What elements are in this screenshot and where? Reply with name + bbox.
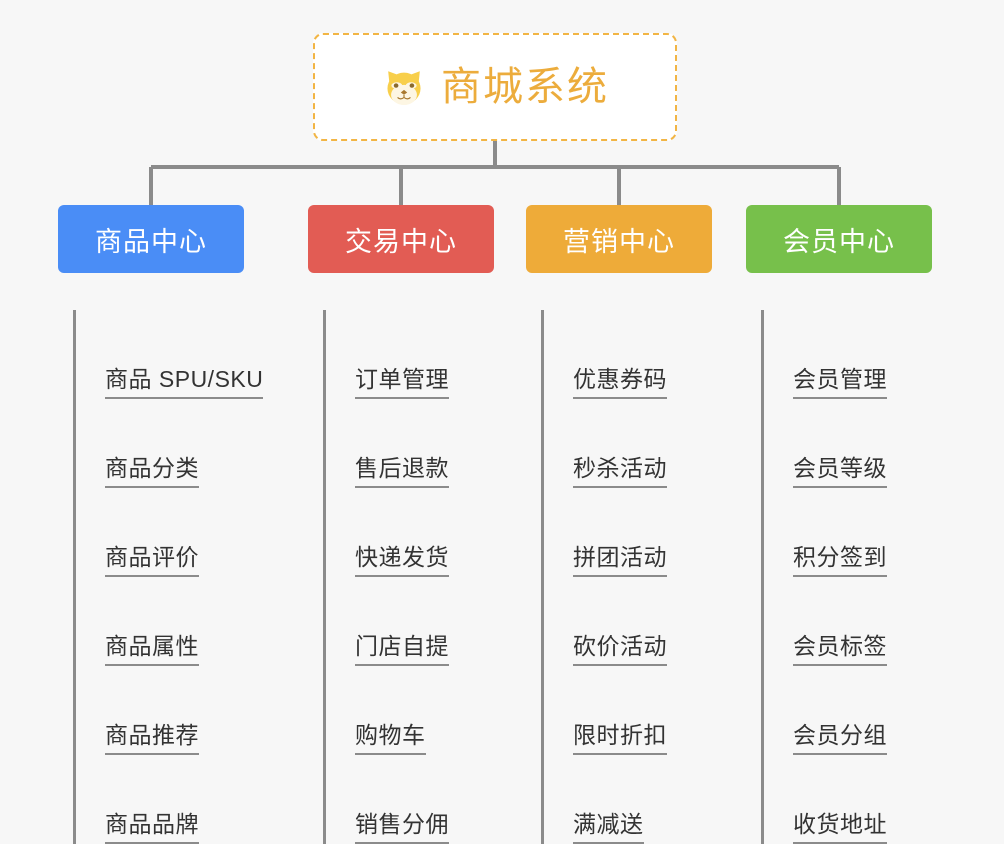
list-item[interactable]: 商品评价 bbox=[76, 488, 244, 577]
category-label: 会员中心 bbox=[783, 226, 895, 257]
leaf-underline: 售后退款 bbox=[355, 455, 449, 488]
category-column-member-center: 会员中心 会员管理 会员等级 积分签到 会员标签 会员分组 收货地址 bbox=[746, 205, 932, 844]
leaf-label: 商品分类 bbox=[105, 454, 199, 481]
leaf-label: 商品推荐 bbox=[105, 721, 199, 748]
leaf-underline: 拼团活动 bbox=[573, 544, 667, 577]
root-node[interactable]: 商城系统 bbox=[313, 33, 677, 141]
page-title: 商城系统 bbox=[441, 65, 609, 109]
leaf-label: 会员分组 bbox=[793, 721, 887, 748]
list-item[interactable]: 购物车 bbox=[326, 666, 494, 755]
leaf-underline: 满减送 bbox=[573, 811, 644, 844]
leaf-label: 商品评价 bbox=[105, 543, 199, 570]
leaf-list-product-center: 商品 SPU/SKU 商品分类 商品评价 商品属性 商品推荐 商品品牌 bbox=[73, 310, 264, 844]
list-item[interactable]: 优惠券码 bbox=[544, 310, 712, 399]
leaf-label: 积分签到 bbox=[793, 543, 887, 570]
leaf-underline: 优惠券码 bbox=[573, 366, 667, 399]
leaf-underline: 会员等级 bbox=[793, 455, 887, 488]
leaf-list-member-center: 会员管理 会员等级 积分签到 会员标签 会员分组 收货地址 bbox=[761, 310, 932, 844]
leaf-underline: 秒杀活动 bbox=[573, 455, 667, 488]
list-item[interactable]: 快递发货 bbox=[326, 488, 494, 577]
leaf-label: 拼团活动 bbox=[573, 543, 667, 570]
leaf-label: 会员标签 bbox=[793, 632, 887, 659]
leaf-label: 商品属性 bbox=[105, 632, 199, 659]
category-header-member-center[interactable]: 会员中心 bbox=[746, 205, 932, 273]
leaf-label: 售后退款 bbox=[355, 454, 449, 481]
leaf-underline: 商品评价 bbox=[105, 544, 199, 577]
list-item[interactable]: 会员等级 bbox=[764, 399, 932, 488]
list-item[interactable]: 会员标签 bbox=[764, 577, 932, 666]
list-item[interactable]: 会员管理 bbox=[764, 310, 932, 399]
leaf-underline: 商品品牌 bbox=[105, 811, 199, 844]
leaf-underline: 商品 SPU/SKU bbox=[105, 365, 264, 399]
leaf-label: 收货地址 bbox=[793, 810, 887, 837]
leaf-label: 限时折扣 bbox=[573, 721, 667, 748]
leaf-underline: 商品推荐 bbox=[105, 722, 199, 755]
leaf-underline: 商品分类 bbox=[105, 455, 199, 488]
category-column-trade-center: 交易中心 订单管理 售后退款 快递发货 门店自提 购物车 销售分佣 bbox=[308, 205, 494, 844]
leaf-label: 会员管理 bbox=[793, 365, 887, 392]
list-item[interactable]: 满减送 bbox=[544, 755, 712, 844]
leaf-label: 会员等级 bbox=[793, 454, 887, 481]
list-item[interactable]: 商品分类 bbox=[76, 399, 244, 488]
shiba-dog-icon bbox=[387, 71, 421, 105]
leaf-label: 秒杀活动 bbox=[573, 454, 667, 481]
category-label: 营销中心 bbox=[563, 226, 675, 257]
list-item[interactable]: 收货地址 bbox=[764, 755, 932, 844]
category-header-product-center[interactable]: 商品中心 bbox=[58, 205, 244, 273]
list-item[interactable]: 会员分组 bbox=[764, 666, 932, 755]
leaf-underline: 商品属性 bbox=[105, 633, 199, 666]
list-item[interactable]: 限时折扣 bbox=[544, 666, 712, 755]
list-item[interactable]: 商品 SPU/SKU bbox=[76, 310, 264, 399]
list-item[interactable]: 销售分佣 bbox=[326, 755, 494, 844]
list-item[interactable]: 商品属性 bbox=[76, 577, 244, 666]
category-column-product-center: 商品中心 商品 SPU/SKU 商品分类 商品评价 商品属性 商品推荐 商品品牌 bbox=[58, 205, 264, 844]
leaf-label: 购物车 bbox=[355, 721, 426, 748]
list-item[interactable]: 商品品牌 bbox=[76, 755, 244, 844]
category-header-trade-center[interactable]: 交易中心 bbox=[308, 205, 494, 273]
leaf-underline: 限时折扣 bbox=[573, 722, 667, 755]
leaf-underline: 会员管理 bbox=[793, 366, 887, 399]
list-item[interactable]: 砍价活动 bbox=[544, 577, 712, 666]
category-label: 商品中心 bbox=[95, 226, 207, 257]
leaf-label: 商品品牌 bbox=[105, 810, 199, 837]
list-item[interactable]: 商品推荐 bbox=[76, 666, 244, 755]
leaf-underline: 快递发货 bbox=[355, 544, 449, 577]
leaf-label: 销售分佣 bbox=[355, 810, 449, 837]
category-header-marketing-center[interactable]: 营销中心 bbox=[526, 205, 712, 273]
category-label: 交易中心 bbox=[345, 226, 457, 257]
leaf-underline: 会员分组 bbox=[793, 722, 887, 755]
list-item[interactable]: 售后退款 bbox=[326, 399, 494, 488]
category-column-marketing-center: 营销中心 优惠券码 秒杀活动 拼团活动 砍价活动 限时折扣 满减送 bbox=[526, 205, 712, 844]
leaf-underline: 收货地址 bbox=[793, 811, 887, 844]
list-item[interactable]: 秒杀活动 bbox=[544, 399, 712, 488]
list-item[interactable]: 门店自提 bbox=[326, 577, 494, 666]
leaf-underline: 销售分佣 bbox=[355, 811, 449, 844]
leaf-list-trade-center: 订单管理 售后退款 快递发货 门店自提 购物车 销售分佣 bbox=[323, 310, 494, 844]
leaf-underline: 购物车 bbox=[355, 722, 426, 755]
leaf-label: 优惠券码 bbox=[573, 365, 667, 392]
leaf-label: 订单管理 bbox=[355, 365, 449, 392]
list-item[interactable]: 订单管理 bbox=[326, 310, 494, 399]
leaf-label: 门店自提 bbox=[355, 632, 449, 659]
leaf-label: 商品 SPU/SKU bbox=[105, 365, 264, 392]
leaf-underline: 砍价活动 bbox=[573, 633, 667, 666]
leaf-label: 满减送 bbox=[573, 810, 644, 837]
list-item[interactable]: 积分签到 bbox=[764, 488, 932, 577]
list-item[interactable]: 拼团活动 bbox=[544, 488, 712, 577]
leaf-underline: 门店自提 bbox=[355, 633, 449, 666]
leaf-underline: 会员标签 bbox=[793, 633, 887, 666]
leaf-label: 砍价活动 bbox=[573, 632, 667, 659]
leaf-underline: 积分签到 bbox=[793, 544, 887, 577]
leaf-underline: 订单管理 bbox=[355, 366, 449, 399]
leaf-list-marketing-center: 优惠券码 秒杀活动 拼团活动 砍价活动 限时折扣 满减送 bbox=[541, 310, 712, 844]
leaf-label: 快递发货 bbox=[355, 543, 449, 570]
